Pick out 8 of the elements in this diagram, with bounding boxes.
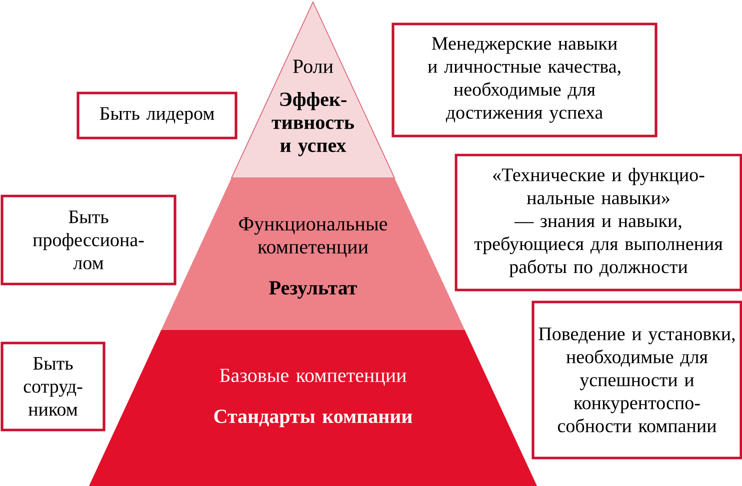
pyramid-tier: Функциональные компетенции Результат xyxy=(161,178,465,330)
text-box: Быть профессиона- лом xyxy=(0,194,176,286)
pyramid-tier: Базовые компетенции Стандарты компании xyxy=(89,330,537,486)
text-box: Быть сотруд- ником xyxy=(0,342,106,432)
text-box: Быть лидером xyxy=(76,92,238,140)
text-box: «Технические и функцио- нальные навыки» — знания и навыки, требующиеся для выполнения работы по должности xyxy=(454,154,742,292)
text-box: Поведение и установки, необходимые для успешности и конкурентоспо- собности компании xyxy=(532,300,742,460)
text-box: Менеджерские навыки и личностные качества, необходимые для достижения успеха xyxy=(392,22,658,138)
